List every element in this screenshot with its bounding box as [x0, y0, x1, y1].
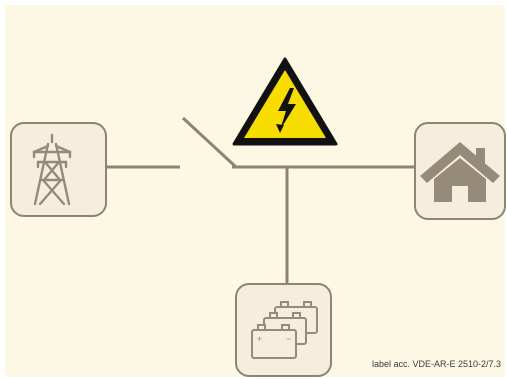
house-icon — [420, 142, 500, 202]
battery-negative-symbol: − — [286, 334, 291, 344]
power-pylon-icon — [32, 133, 72, 206]
switch-blade — [181, 116, 238, 169]
standard-caption: label acc. VDE-AR-E 2510-2/7.3 — [372, 359, 502, 369]
home-box — [414, 122, 506, 220]
battery-positive-symbol: + — [257, 334, 262, 344]
battery-stack-icon: + − — [251, 301, 318, 359]
grid-box — [10, 122, 107, 217]
high-voltage-warning-icon — [232, 57, 338, 146]
battery-box: + − — [235, 283, 332, 377]
